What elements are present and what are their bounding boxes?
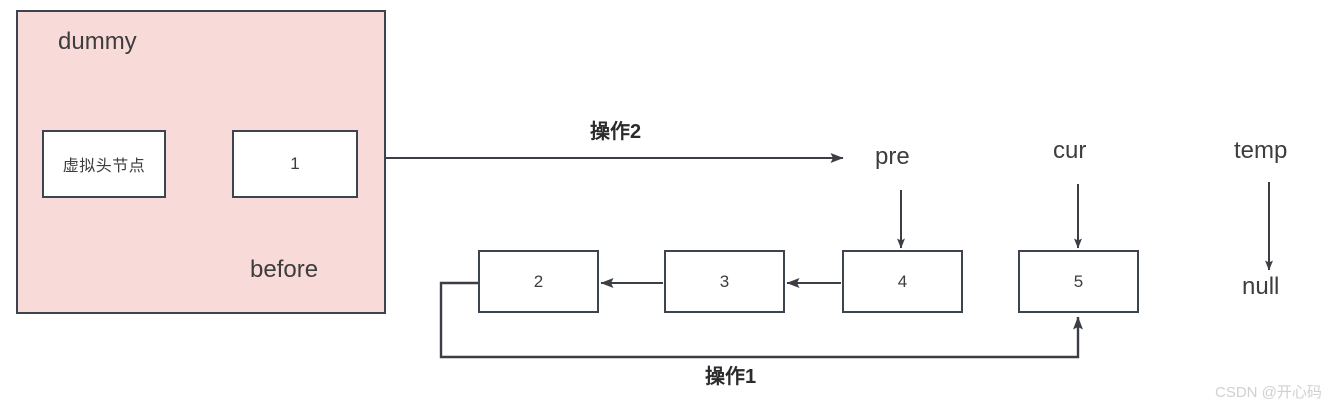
node-2: 2: [478, 250, 599, 313]
node-3: 3: [664, 250, 785, 313]
label-pre: pre: [875, 143, 910, 170]
csdn-watermark: CSDN @开心码: [1215, 384, 1322, 401]
node-3-label: 3: [719, 271, 730, 291]
node-1: 1: [232, 130, 358, 198]
node-4-label: 4: [897, 271, 908, 291]
label-before: before: [250, 256, 319, 283]
label-operation-2: 操作2: [590, 121, 642, 143]
node-5-label: 5: [1073, 271, 1084, 291]
node-2-label: 2: [533, 271, 544, 291]
label-cur: cur: [1053, 137, 1087, 164]
label-dummy: dummy: [58, 28, 137, 55]
label-operation-1: 操作1: [705, 366, 757, 388]
node-dummy-head: 虚拟头节点: [42, 130, 166, 198]
node-5: 5: [1018, 250, 1139, 313]
node-4: 4: [842, 250, 963, 313]
label-temp: temp: [1234, 137, 1288, 164]
node-1-label: 1: [290, 154, 300, 173]
node-dummy-head-label: 虚拟头节点: [62, 158, 146, 175]
label-null: null: [1242, 273, 1280, 300]
